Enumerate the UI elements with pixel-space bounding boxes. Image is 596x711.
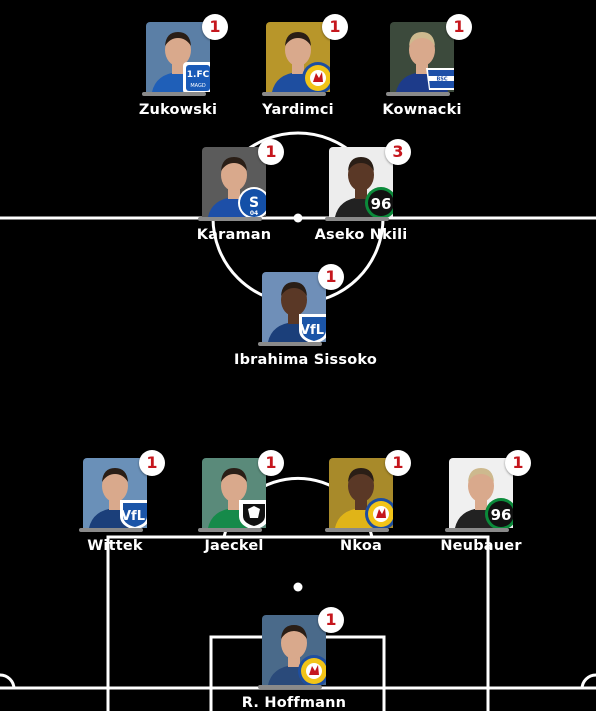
selection-count-badge: 1: [505, 450, 531, 476]
player-photo: 96: [449, 458, 513, 528]
magdeburg-crest-icon: 1.FC MAGD: [183, 62, 210, 92]
preussen-crest-icon: [239, 500, 266, 528]
braunschweig-crest-icon: [365, 498, 393, 528]
selection-count-badge: 1: [322, 14, 348, 40]
player-name: Yardimci: [262, 102, 334, 118]
svg-text:BSC: BSC: [436, 77, 447, 83]
player-aseko-nkili[interactable]: 96 3 Aseko Nkili: [301, 139, 421, 243]
hannover-crest-icon: 96: [365, 187, 393, 217]
selection-count-badge: 1: [258, 450, 284, 476]
selection-count-badge: 1: [202, 14, 228, 40]
braunschweig-crest-icon: [298, 655, 326, 685]
bochum-crest-icon: VfL: [299, 314, 326, 342]
hertha-crest-icon: BSC: [426, 68, 454, 90]
player-photo: [329, 458, 393, 528]
player-name: Kownacki: [382, 102, 462, 118]
hannover-crest-icon: 96: [485, 498, 513, 528]
player-yardimci[interactable]: 1 Yardimci: [238, 14, 358, 118]
player-name: Wittek: [87, 538, 143, 554]
player-name: Neubauer: [440, 538, 522, 554]
player-name: R. Hoffmann: [241, 695, 347, 711]
player-photo: [266, 22, 330, 92]
player-jaeckel[interactable]: 1 Jaeckel: [174, 450, 294, 554]
player-name: Nkoa: [340, 538, 382, 554]
selection-count-badge: 1: [258, 139, 284, 165]
selection-count-badge: 1: [385, 450, 411, 476]
selection-count-badge: 1: [318, 264, 344, 290]
schalke-crest-icon: S04: [238, 187, 266, 217]
braunschweig-crest-icon: [302, 62, 330, 92]
player-hoffmann[interactable]: 1 R. Hoffmann: [234, 607, 354, 711]
player-name: Zukowski: [138, 102, 218, 118]
player-name: Karaman: [196, 227, 272, 243]
player-photo: 96: [329, 147, 393, 217]
player-name: Jaeckel: [204, 538, 264, 554]
svg-text:VfL: VfL: [300, 323, 324, 338]
player-photo: VfL: [262, 272, 326, 342]
player-photo: VfL: [83, 458, 147, 528]
selection-count-badge: 1: [139, 450, 165, 476]
bochum-crest-icon: VfL: [120, 500, 147, 528]
svg-text:96: 96: [491, 506, 512, 524]
player-sissoko[interactable]: VfL 1 Ibrahima Sissoko: [234, 264, 377, 368]
player-name: Ibrahima Sissoko: [234, 352, 377, 368]
svg-text:1.FC: 1.FC: [187, 70, 210, 80]
player-photo: BSC: [390, 22, 454, 92]
player-kownacki[interactable]: BSC 1 Kownacki: [362, 14, 482, 118]
svg-text:04: 04: [250, 210, 258, 217]
svg-text:VfL: VfL: [121, 509, 145, 524]
player-name: Aseko Nkili: [314, 227, 408, 243]
player-wittek[interactable]: VfL 1 Wittek: [55, 450, 175, 554]
svg-text:96: 96: [371, 195, 392, 213]
selection-count-badge: 1: [446, 14, 472, 40]
player-zukowski[interactable]: 1.FC MAGD 1 Zukowski: [118, 14, 238, 118]
player-photo: [202, 458, 266, 528]
player-nkoa[interactable]: 1 Nkoa: [301, 450, 421, 554]
player-photo: [262, 615, 326, 685]
player-neubauer[interactable]: 96 1 Neubauer: [421, 450, 541, 554]
selection-count-badge: 3: [385, 139, 411, 165]
svg-text:S: S: [249, 195, 259, 211]
selection-count-badge: 1: [318, 607, 344, 633]
player-photo: 1.FC MAGD: [146, 22, 210, 92]
svg-text:MAGD: MAGD: [190, 83, 206, 89]
